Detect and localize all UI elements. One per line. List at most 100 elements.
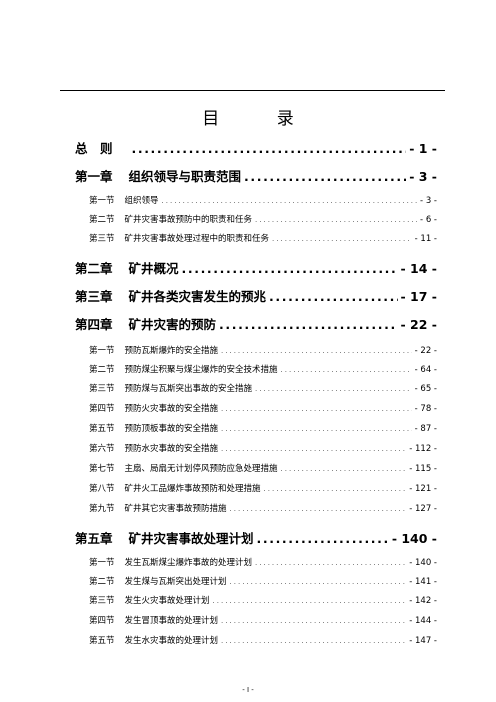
entry-number: 第四章 [75,317,113,332]
entry-page: - 121 - [409,484,437,494]
toc-chapter-entry[interactable]: 总 则 - 1 - [75,138,437,157]
entry-page: - 3 - [409,169,437,184]
entry-title: 预防火灾事故的安全措施 [124,404,219,414]
entry-title: 预防瓦斯爆炸的安全措施 [124,346,219,356]
entry-number: 第五节 [89,636,115,646]
entry-title: 矿井灾害事故处理过程中的职责和任务 [124,234,270,244]
leader-dots [221,347,412,355]
entry-title: 预防顶板事故的安全措施 [124,424,219,434]
leader-dots [255,559,406,567]
entry-number: 第四节 [89,404,115,414]
entry-title: 主扇、局扇无计划停风预防应急处理措施 [124,464,278,474]
entry-number: 第四节 [89,616,115,626]
entry-number: 第二节 [89,577,115,587]
entry-page: - 1 - [409,141,437,156]
leader-dots [269,289,397,304]
entry-page: - 112 - [409,444,437,454]
entry-number: 第五节 [89,424,115,434]
leader-dots [257,531,389,546]
entry-page: - 3 - [420,196,437,206]
leader-dots [230,578,407,586]
entry-number: 第七节 [89,464,115,474]
entry-title: 矿井灾害的预防 [128,317,217,332]
entry-number: 第九节 [89,504,115,514]
entry-page: - 17 - [400,289,437,304]
leader-dots [221,405,412,413]
leader-dots [132,141,407,156]
leader-dots [182,261,398,276]
entry-page: - 87 - [414,424,437,434]
entry-page: - 115 - [409,464,437,474]
entry-page: - 141 - [409,577,437,587]
entry-title: 矿井其它灾害事故预防措施 [124,504,227,514]
leader-dots [272,235,412,243]
entry-page: - 147 - [409,636,437,646]
entry-page: - 22 - [400,317,437,332]
leader-dots [162,197,418,205]
leader-dots [213,597,407,605]
entry-number: 第二节 [89,365,115,375]
entry-page: - 65 - [414,384,437,394]
leader-dots [219,317,397,332]
entry-number: 第五章 [75,531,113,546]
entry-number: 第三节 [89,596,115,606]
leader-dots [221,617,406,625]
entry-page: - 144 - [409,616,437,626]
entry-title: 矿井灾害事故预防中的职责和任务 [124,215,253,225]
entry-title: 发生火灾事故处理计划 [124,596,210,606]
entry-title: 矿井各类灾害发生的预兆 [128,289,267,304]
entry-page: - 127 - [409,504,437,514]
entry-page: - 140 - [409,558,437,568]
entry-title: 矿井火工品爆炸事故预防和处理措施 [124,484,261,494]
entry-title: 预防水灾事故的安全措施 [124,444,219,454]
entry-number: 第三章 [75,289,113,304]
entry-title: 组织领导 [124,196,159,206]
entry-page: - 78 - [414,404,437,414]
leader-dots [221,637,406,645]
leader-dots [255,385,412,393]
leader-dots [244,169,406,184]
leader-dots [281,366,412,374]
leader-dots [221,445,406,453]
entry-page: - 14 - [400,261,437,276]
entry-page: - 142 - [409,596,437,606]
entry-number: 总 则 [75,141,113,156]
entry-number: 第一章 [75,169,113,184]
entry-title: 预防煤尘积聚与煤尘爆炸的安全技术措施 [124,365,278,375]
entry-title: 预防煤与瓦斯突出事故的安全措施 [124,384,253,394]
entry-page: - 140 - [391,531,437,546]
entry-number: 第一节 [89,196,115,206]
entry-title: 组织领导与职责范围 [128,169,242,184]
entry-title: 发生煤与瓦斯突出处理计划 [124,577,227,587]
leader-dots [281,465,407,473]
entry-page: - 6 - [420,215,437,225]
entry-title: 发生冒顶事故的处理计划 [124,616,219,626]
entry-number: 第三节 [89,234,115,244]
toc-title: 目 录 [202,109,320,129]
entry-title: 矿井灾害事故处理计划 [128,531,254,546]
leader-dots [255,216,417,224]
entry-number: 第六节 [89,444,115,454]
